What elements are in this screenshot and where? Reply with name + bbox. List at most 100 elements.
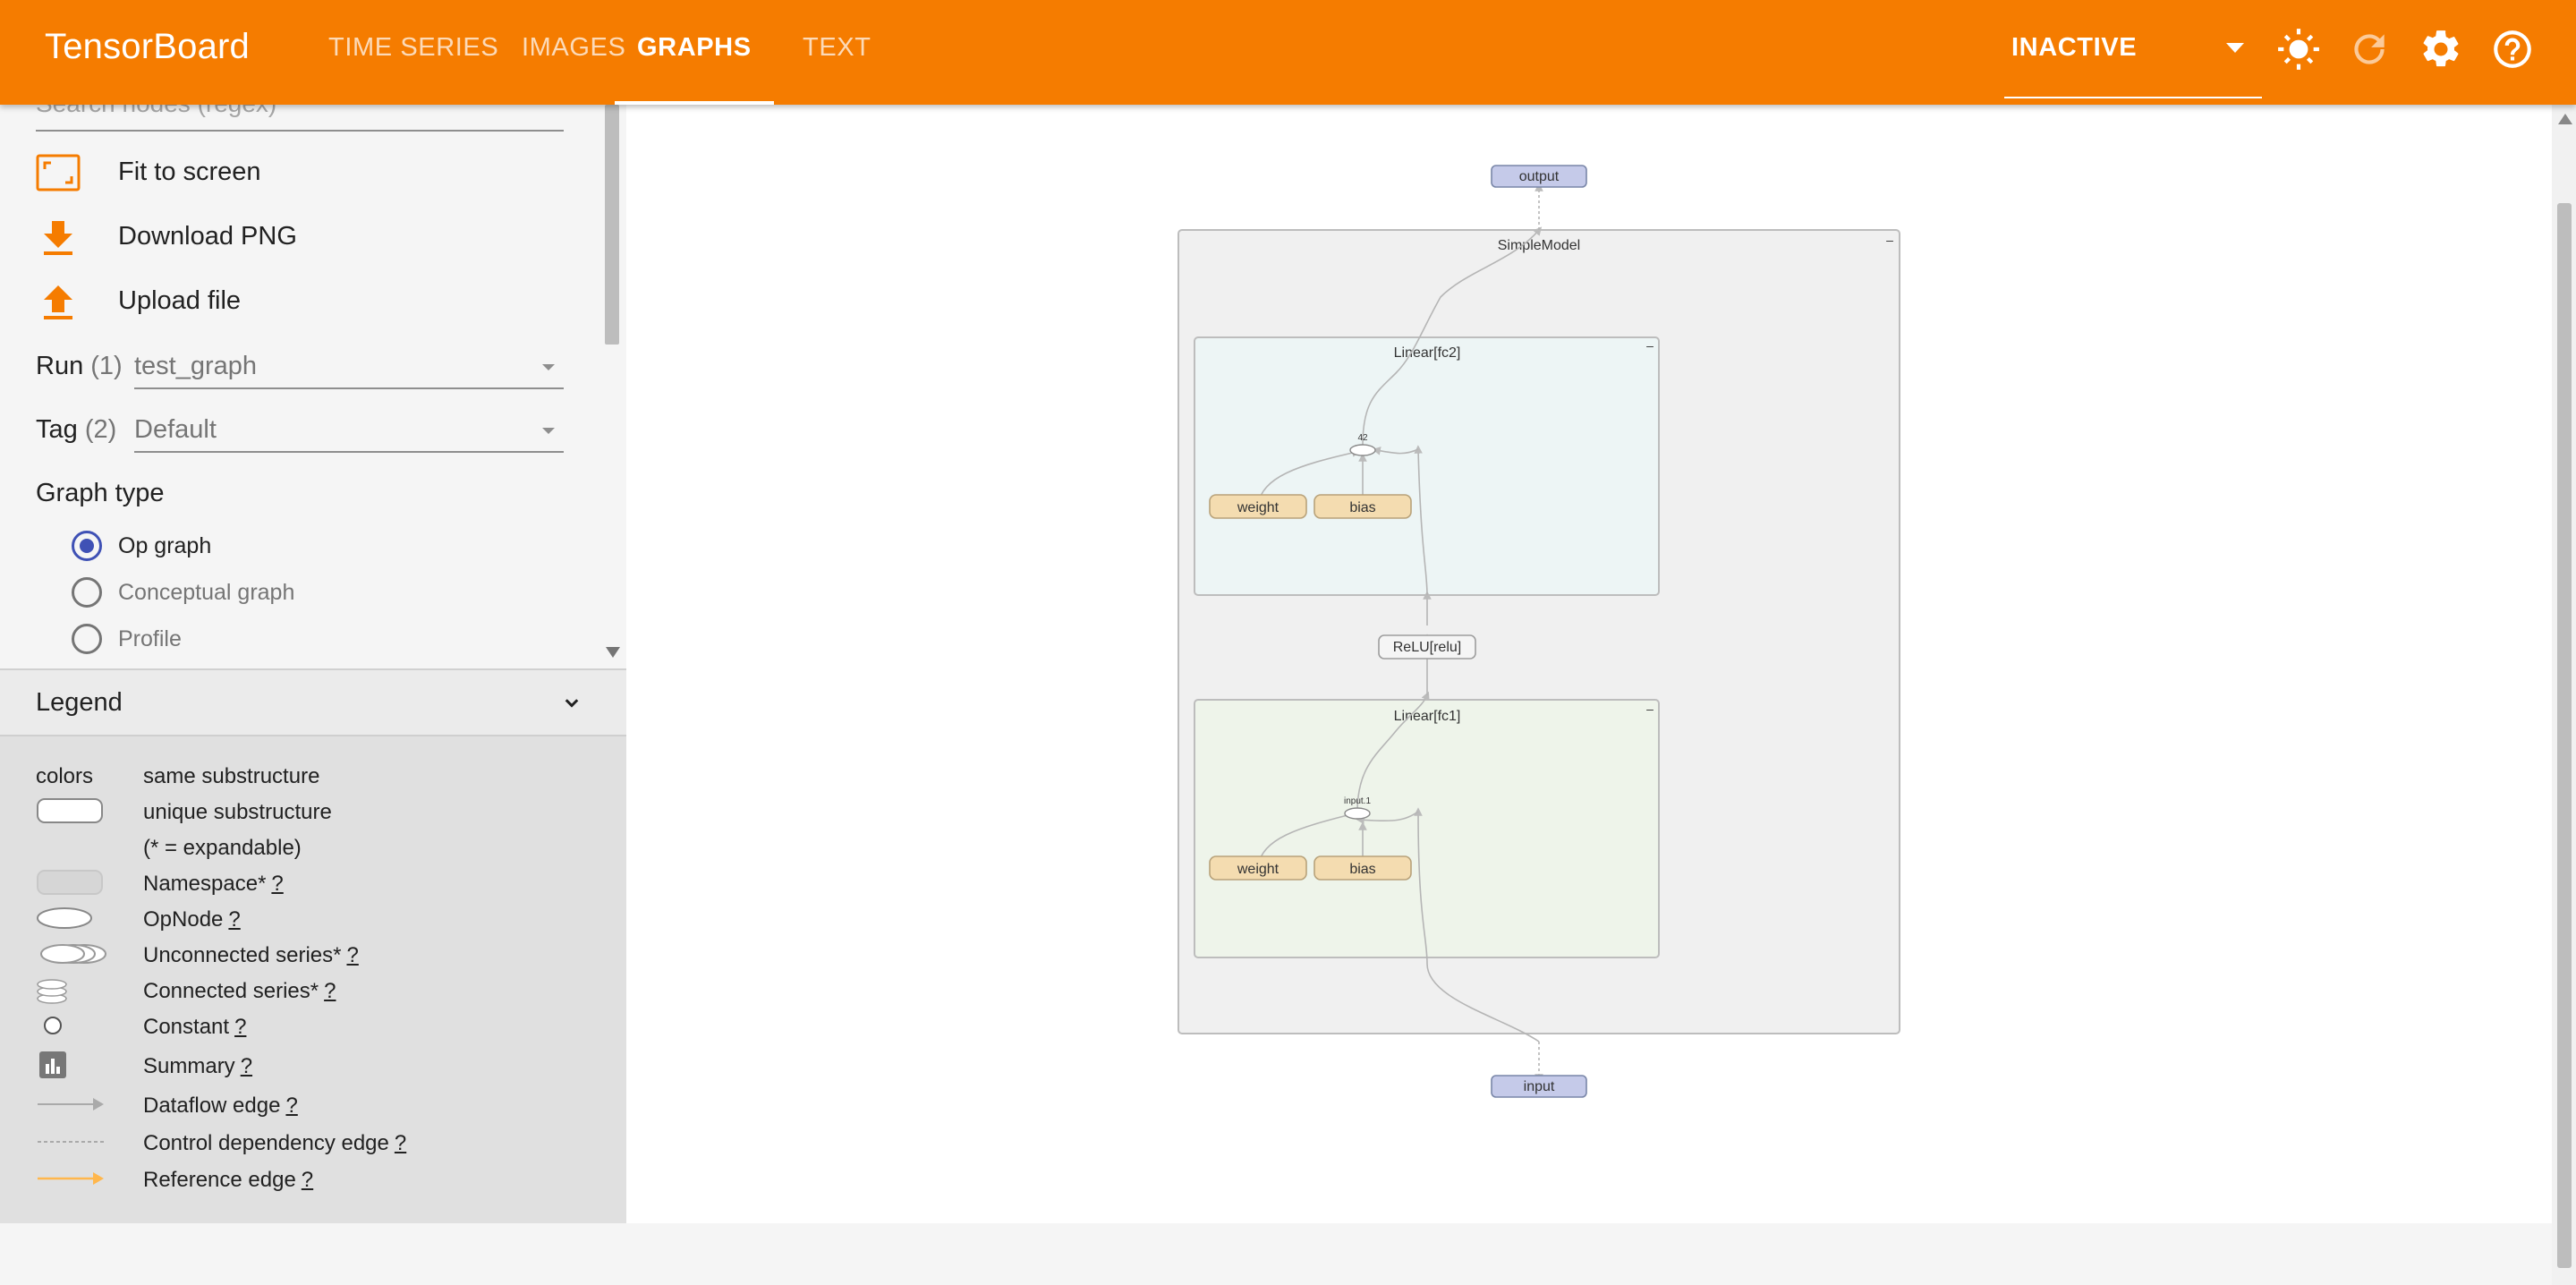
main-scrollbar[interactable] [2552,105,2576,1285]
tag-count: (2) [84,415,117,444]
settings-icon[interactable] [2419,27,2463,72]
run-dropdown[interactable]: test_graph [134,343,564,389]
legend-row-namespace: Namespace*? [0,867,626,899]
tab-text[interactable]: TEXT [803,33,871,62]
legend-row-reference-edge: Reference edge? [0,1163,626,1196]
legend-opnode-label: OpNode [143,907,224,932]
legend-unconnected-label: Unconnected series* [143,943,342,967]
dataflow-help-link[interactable]: ? [285,1094,298,1118]
namespace-linear-fc1[interactable]: Linear[fc1] – [1194,699,1660,958]
reload-state-label: INACTIVE [2011,33,2138,62]
summary-icon [36,1050,116,1082]
node-fc1-weight[interactable]: weight [1209,855,1307,881]
top-app-bar: TensorBoard TIME SERIES IMAGES GRAPHS TE… [0,0,2576,105]
constant-help-link[interactable]: ? [234,1015,247,1039]
legend-expandable-note: (* = expandable) [143,836,302,860]
upload-file-button[interactable]: Upload file [36,280,537,325]
node-fc1-op[interactable]: input.1 [1344,796,1371,820]
opnode-help-link[interactable]: ? [228,907,241,932]
collapse-icon[interactable]: – [1886,233,1893,247]
download-png-button[interactable]: Download PNG [36,216,537,260]
tag-value: Default [134,415,217,444]
summary-help-link[interactable]: ? [240,1054,253,1078]
tab-images[interactable]: IMAGES [522,33,626,62]
unique-substructure-icon [36,796,116,828]
radio-circle [72,577,102,608]
unconnected-help-link[interactable]: ? [346,943,359,967]
run-selector: Run (1) test_graph [36,343,564,396]
fc1-op-label: input.1 [1344,796,1371,806]
legend-toggle[interactable]: Legend [0,668,626,736]
brand-title: TensorBoard [45,27,250,66]
node-fc1-bias[interactable]: bias [1314,855,1412,881]
fit-screen-icon [36,151,81,196]
upload-file-label: Upload file [118,286,242,315]
brightness-icon[interactable] [2276,27,2321,72]
connected-help-link[interactable]: ? [324,979,336,1003]
output-label: output [1519,169,1560,184]
namespace-linear-fc2[interactable]: Linear[fc2] – [1194,336,1660,596]
run-value: test_graph [134,352,258,380]
main-scrollbar-thumb[interactable] [2557,203,2572,1268]
fc1-weight-label: weight [1237,862,1279,877]
upload-icon [36,280,81,325]
radio-op-graph[interactable]: Op graph [72,529,519,565]
fc1-label: Linear[fc1] [1394,709,1461,724]
sidebar-scrollbar-thumb[interactable] [605,105,619,345]
radio-circle [72,624,102,654]
node-fc2-bias[interactable]: bias [1314,494,1412,519]
legend-row-constant: Constant? [0,1010,626,1042]
fc2-op-label: 42 [1357,433,1368,443]
legend-reference-label: Reference edge [143,1168,296,1192]
legend-row-opnode: OpNode? [0,903,626,935]
tab-graphs[interactable]: GRAPHS [615,0,774,105]
input-label: input [1524,1079,1555,1094]
connected-series-icon [36,974,116,1007]
collapse-icon[interactable]: – [1646,702,1654,716]
tag-dropdown[interactable]: Default [134,406,564,453]
dropdown-arrow-icon [542,364,555,370]
refresh-icon[interactable] [2347,27,2392,72]
legend-panel: Legend colors same substructure unique s… [0,668,626,1223]
legend-title: Legend [36,688,123,717]
fit-to-screen-label: Fit to screen [118,157,261,186]
radio-conceptual-graph[interactable]: Conceptual graph [72,575,519,611]
legend-row-dataflow-edge: Dataflow edge? [0,1089,626,1121]
download-icon [36,216,81,260]
legend-row-expandable: (* = expandable) [0,831,626,864]
reference-help-link[interactable]: ? [301,1168,314,1192]
help-icon[interactable] [2490,27,2535,72]
scroll-down-arrow-icon[interactable] [606,647,620,658]
tab-time-series[interactable]: TIME SERIES [328,33,499,62]
namespace-help-link[interactable]: ? [271,872,284,896]
fit-to-screen-button[interactable]: Fit to screen [36,151,537,196]
legend-unique-desc: unique substructure [143,800,332,824]
node-fc2-weight[interactable]: weight [1209,494,1307,519]
radio-label: Profile [118,626,182,651]
legend-constant-label: Constant [143,1015,230,1039]
node-output[interactable]: output [1491,165,1587,188]
legend-dataflow-label: Dataflow edge [143,1094,281,1118]
control-help-link[interactable]: ? [394,1131,407,1155]
node-input[interactable]: input [1491,1075,1587,1098]
legend-row-colors: colors same substructure [0,760,626,792]
collapse-icon[interactable]: – [1646,338,1654,353]
legend-control-label: Control dependency edge [143,1131,389,1155]
node-relu[interactable]: ReLU[relu] [1378,634,1476,660]
reload-state-select[interactable]: INACTIVE [2004,0,2262,98]
chevron-down-icon [2226,43,2244,53]
graph-canvas[interactable]: SimpleModel – Linear[fc2] – Linear[fc1] … [626,105,2552,1223]
relu-label: ReLU[relu] [1393,640,1461,655]
dataflow-edge-icon [36,1089,116,1121]
constant-icon [36,1010,116,1042]
graph-svg[interactable]: SimpleModel – Linear[fc2] – Linear[fc1] … [626,105,2552,1223]
radio-label: Op graph [118,533,212,558]
node-fc2-op[interactable]: 42 [1349,433,1376,456]
legend-row-summary: Summary? [0,1050,626,1082]
radio-profile[interactable]: Profile [72,622,519,658]
fc2-bias-label: bias [1349,500,1375,515]
scroll-up-arrow-icon[interactable] [2558,114,2572,124]
run-label: Run [36,352,84,380]
search-nodes-input[interactable] [36,105,564,132]
download-png-label: Download PNG [118,222,297,251]
